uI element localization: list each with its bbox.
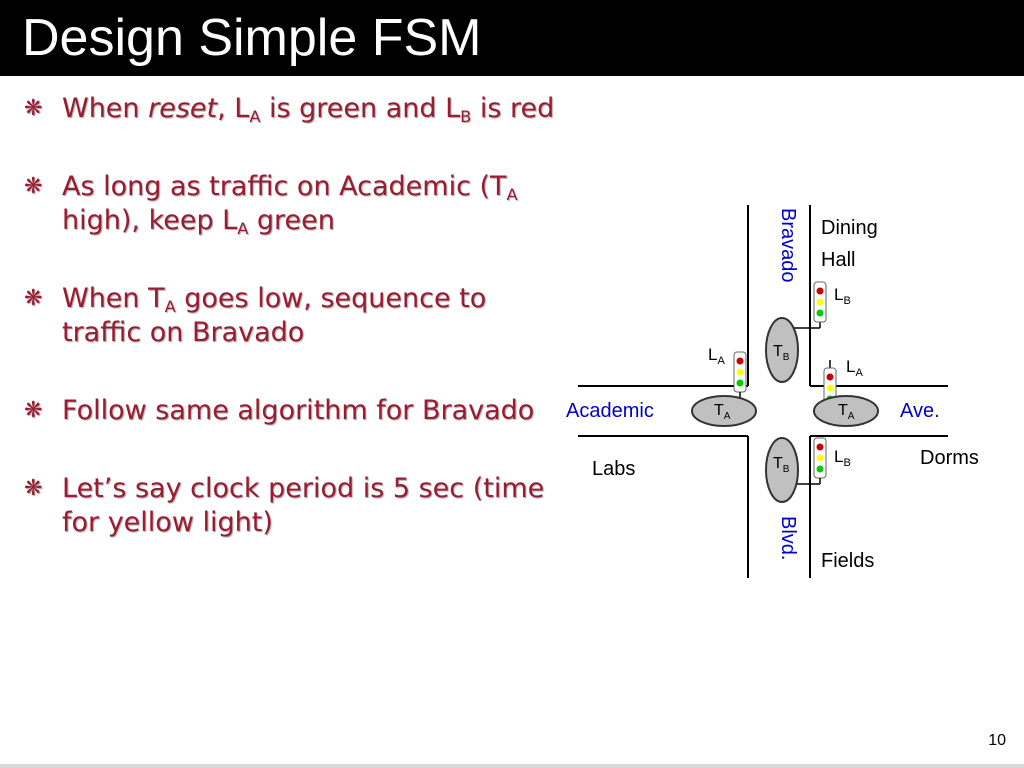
road-edges bbox=[578, 205, 948, 578]
asterisk-flower-icon: ❋ bbox=[24, 174, 43, 199]
bullet-text-run: reset bbox=[148, 93, 218, 124]
bullet-text-run: A bbox=[237, 218, 249, 238]
place-fields: Fields bbox=[821, 550, 874, 572]
light-label-lb-bottom: LB bbox=[834, 447, 851, 469]
title-bar: Design Simple FSM bbox=[0, 0, 1024, 76]
sensor-tb-bottom: TB bbox=[765, 437, 799, 503]
place-hall: Hall bbox=[821, 249, 855, 271]
bullet-text: When TA goes low, sequence to traffic on… bbox=[62, 283, 486, 348]
svg-text:TB: TB bbox=[773, 455, 790, 475]
bullet-text-run: Let’s say clock period is 5 sec (time fo… bbox=[62, 473, 545, 538]
intersection-diagram: Bravado Blvd. Academic Ave. Dining Hall … bbox=[566, 205, 979, 578]
place-dorms: Dorms bbox=[920, 447, 979, 469]
street-blvd: Blvd. bbox=[777, 516, 799, 560]
bullet-text-run: A bbox=[249, 106, 261, 126]
bullet-text: As long as traffic on Academic (TA high)… bbox=[62, 171, 518, 236]
bullet-text-run: goes low, sequence to traffic on Bravado bbox=[62, 283, 487, 348]
sensor-tb-top: TB bbox=[765, 317, 799, 383]
asterisk-flower-icon: ❋ bbox=[24, 96, 43, 121]
bottom-divider bbox=[0, 764, 1024, 768]
street-bravado: Bravado bbox=[777, 208, 799, 283]
svg-text:TB: TB bbox=[773, 343, 790, 363]
bullet-text-run: A bbox=[506, 184, 518, 204]
light-label-la-left: LA bbox=[708, 345, 725, 367]
asterisk-flower-icon: ❋ bbox=[24, 286, 43, 311]
bullet-text-run: When bbox=[62, 93, 149, 124]
slide-title: Design Simple FSM bbox=[22, 9, 482, 67]
bullet-text-run: Follow same algorithm for Bravado bbox=[62, 395, 535, 426]
bullet-text-run: A bbox=[164, 296, 176, 316]
svg-text:TA: TA bbox=[838, 402, 855, 422]
bullet-text-run: , L bbox=[217, 93, 250, 124]
place-dining: Dining bbox=[821, 217, 878, 239]
sensor-ta-left: TA bbox=[691, 395, 757, 427]
asterisk-flower-icon: ❋ bbox=[24, 398, 43, 423]
bullet-item: ❋ When TA goes low, sequence to traffic o… bbox=[24, 282, 564, 350]
bullet-text: When reset, LA is green and LB is red bbox=[62, 93, 554, 124]
bullet-text: Follow same algorithm for Bravado bbox=[62, 395, 534, 426]
light-label-lb-top: LB bbox=[834, 285, 851, 307]
bullet-item: ❋ When reset, LA is green and LB is red bbox=[24, 92, 564, 126]
place-labs: Labs bbox=[592, 458, 635, 480]
sensor-ta-right: TA bbox=[813, 395, 879, 427]
bullet-item: ❋As long as traffic on Academic (TA high… bbox=[24, 170, 564, 238]
svg-text:TA: TA bbox=[714, 402, 731, 422]
street-ave: Ave. bbox=[900, 400, 940, 422]
bullet-item: ❋ Follow same algorithm for Bravado bbox=[24, 394, 564, 428]
bullet-text-run: is green and L bbox=[260, 93, 461, 124]
bullet-text-run: When T bbox=[62, 283, 165, 314]
bullet-text-run: high), keep L bbox=[62, 205, 238, 236]
asterisk-flower-icon: ❋ bbox=[24, 476, 43, 501]
traffic-light-icon bbox=[790, 281, 827, 329]
bullet-text-run: green bbox=[248, 205, 335, 236]
street-academic: Academic bbox=[566, 400, 654, 422]
traffic-light-icon bbox=[733, 351, 747, 400]
bullet-list: ❋When reset, LA is green and LB is red ❋… bbox=[24, 92, 564, 584]
bullet-text-run: As long as traffic on Academic (T bbox=[62, 171, 507, 202]
bullet-text-run: is red bbox=[471, 93, 555, 124]
bullet-text: Let’s say clock period is 5 sec (time fo… bbox=[62, 473, 544, 538]
page-number: 10 bbox=[988, 732, 1006, 749]
bullet-item: ❋ Let’s say clock period is 5 sec (time f… bbox=[24, 472, 564, 540]
bullet-text-run: B bbox=[460, 106, 472, 126]
light-label-la-right: LA bbox=[846, 357, 863, 379]
